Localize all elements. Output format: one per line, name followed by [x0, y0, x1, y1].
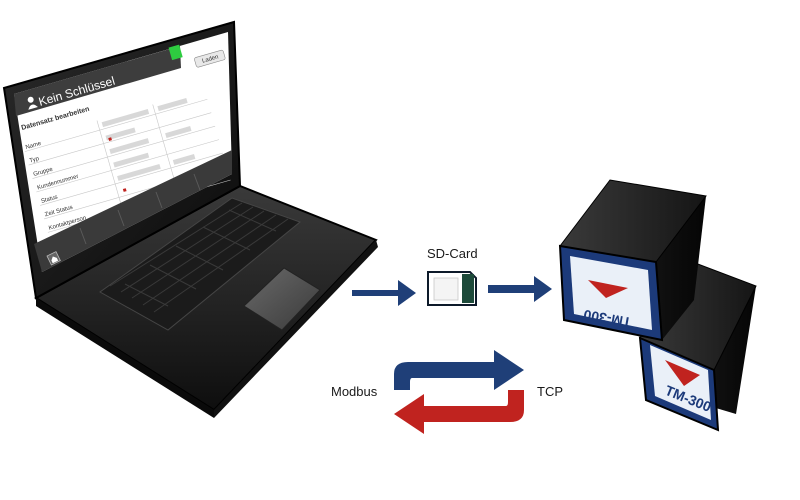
keyboard-keys — [109, 202, 289, 313]
device-logo-icon — [665, 360, 700, 386]
load-button[interactable] — [194, 49, 226, 68]
laptop: Kein Schlüssel Laden Datensatz bearbeite… — [2, 20, 378, 418]
sd-card-label: SD-Card — [427, 246, 478, 261]
modbus-label: Modbus — [331, 384, 378, 399]
load-button-label: Laden — [202, 54, 220, 64]
form-row-label: Name — [25, 141, 43, 151]
exchange-arrow-forward — [394, 350, 524, 390]
form-field[interactable] — [172, 154, 196, 165]
form-field[interactable] — [117, 163, 161, 181]
form-field[interactable] — [105, 127, 136, 141]
form-row-label: Typ — [29, 156, 41, 165]
device-logo-icon — [588, 280, 628, 298]
exchange-arrow-back — [394, 390, 524, 434]
touchpad — [243, 267, 321, 331]
status-indicator-icon — [168, 44, 183, 61]
form-row-label: Gruppe — [33, 167, 55, 178]
form-field[interactable] — [101, 109, 150, 128]
form-field[interactable] — [113, 152, 150, 168]
form-field[interactable] — [157, 98, 188, 112]
user-icon — [27, 96, 38, 110]
home-icon[interactable] — [46, 251, 61, 266]
screen-toolbar — [34, 150, 232, 272]
arrow-to-devices — [488, 276, 552, 302]
form-row-label: Status — [40, 194, 58, 204]
arrow-to-sd-card — [352, 280, 416, 306]
laptop-base-front-edge — [36, 298, 214, 418]
tcp-label: TCP — [537, 384, 563, 399]
window-title-bar — [14, 46, 181, 116]
form-field[interactable] — [165, 126, 192, 139]
form-field[interactable] — [109, 138, 150, 155]
sd-card-icon — [427, 271, 477, 306]
front-device: TM-300 — [558, 179, 707, 342]
